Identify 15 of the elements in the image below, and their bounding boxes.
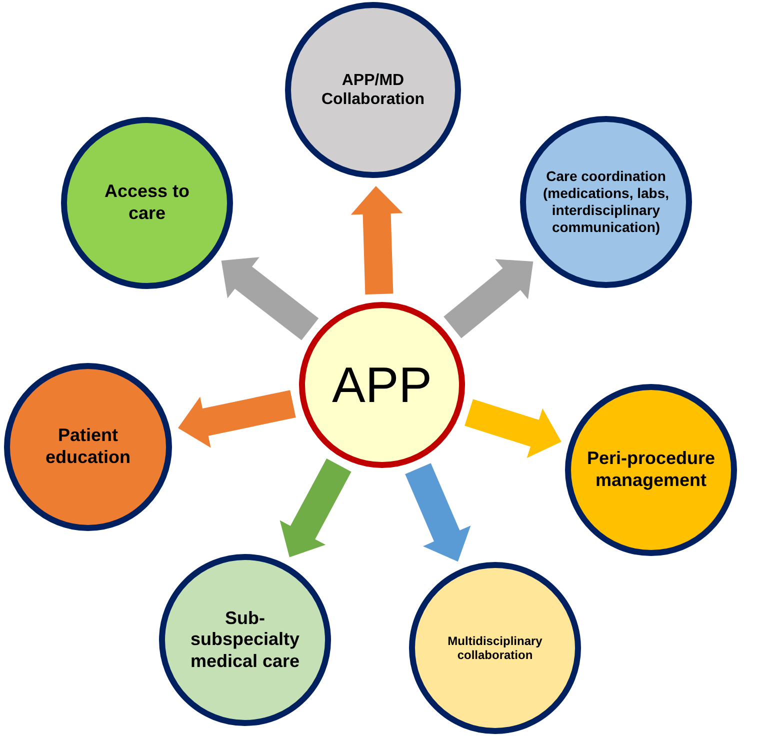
topic-label: APP [332,356,432,415]
block-arrow [221,257,319,340]
topic-label: Multidisciplinary collaboration [446,634,544,662]
topic-label: Peri-procedure management [586,448,716,492]
topic-label: Patient education [44,425,132,469]
block-arrow [444,259,534,338]
topic-label: Access to care [103,181,191,225]
topic-label: Sub-subspecialty medical care [189,608,301,672]
block-arrow [280,458,352,558]
topic-label: APP/MD Collaboration [320,70,426,110]
block-arrow [350,186,403,294]
block-arrow [178,390,296,448]
block-arrow [464,399,562,458]
topic-label: Care coordination (medications, labs, interdisciplinary communication) [542,168,670,236]
block-arrow [405,463,471,562]
